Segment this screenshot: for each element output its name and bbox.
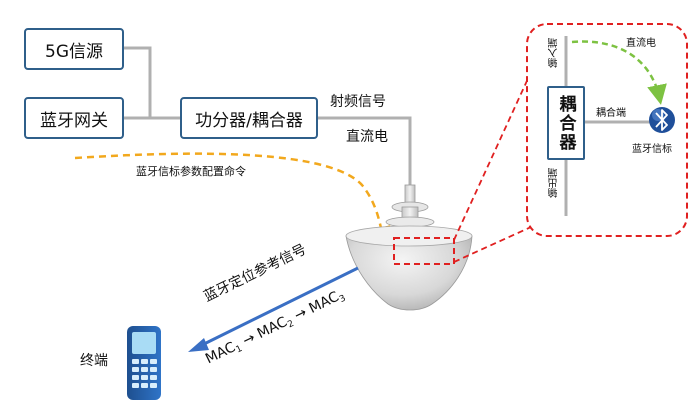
positioning-signal-arrow [188, 266, 359, 352]
bluetooth-icon [649, 107, 675, 133]
source-5g-box: 5G信源 [24, 28, 124, 70]
input-port-label: 输入端 [549, 38, 560, 68]
mac-arrow-2: → [291, 304, 310, 325]
source-5g-label: 5G信源 [45, 41, 103, 62]
coupler-location-highlight [393, 237, 455, 265]
dc-power-arrow [571, 40, 667, 105]
beacon-label: 蓝牙信标 [632, 144, 672, 155]
splitter-coupler-box: 功分器/耦合器 [180, 97, 318, 139]
coupling-port-label: 耦合端 [596, 108, 626, 119]
splitter-coupler-label: 功分器/耦合器 [195, 110, 303, 131]
bt-gateway-label: 蓝牙网关 [40, 110, 108, 131]
bt-gateway-box: 蓝牙网关 [24, 97, 124, 139]
coupler-box: 耦合器 [547, 86, 585, 160]
config-command-arrow [74, 152, 391, 247]
rf-signal-label: 射频信号 [330, 94, 386, 110]
callout-lines [453, 47, 543, 263]
mobile-phone-icon [127, 326, 161, 400]
connector-lines [124, 46, 412, 185]
config-command-label: 蓝牙信标参数配置命令 [136, 165, 246, 178]
coupler-label: 耦合器 [555, 94, 576, 152]
coupler-detail-lines [564, 36, 650, 216]
mac-arrow-1: → [240, 329, 258, 350]
dc-power-label: 直流电 [346, 129, 388, 145]
detail-dc-label: 直流电 [626, 38, 656, 49]
ceiling-antenna-icon [345, 184, 473, 311]
terminal-label: 终端 [80, 353, 108, 369]
output-port-label: 输出端 [549, 168, 560, 198]
